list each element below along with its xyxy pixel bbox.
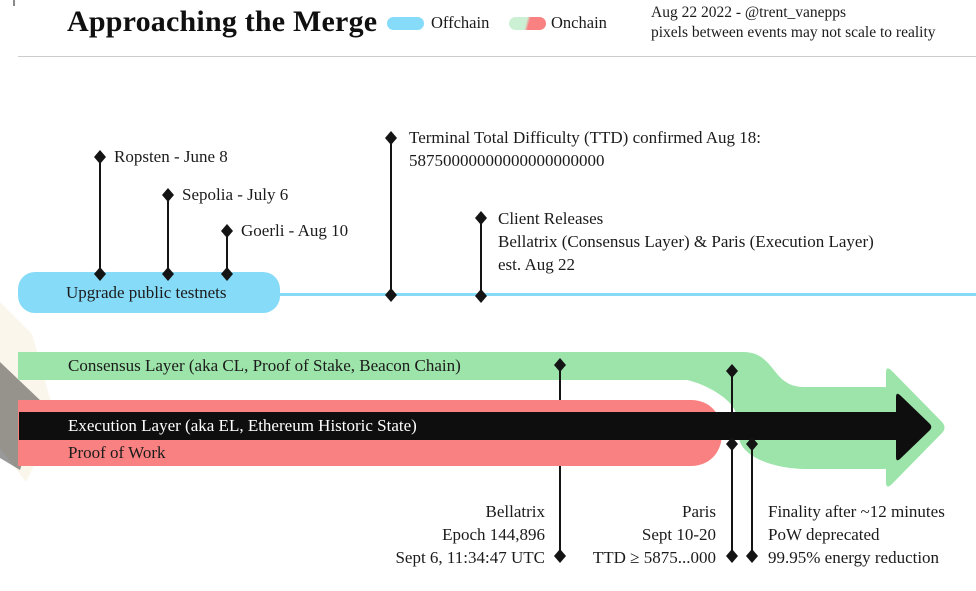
client-releases-line3: est. Aug 22 [498, 255, 575, 274]
ttd-label: Terminal Total Difficulty (TTD) confirme… [409, 126, 761, 172]
execution-layer-arrow [19, 393, 932, 461]
paris-label: Paris Sept 10-20 TTD ≥ 5875...000 [516, 500, 716, 569]
onchain-legend-label: Onchain [551, 13, 607, 32]
ttd-label-line1: Terminal Total Difficulty (TTD) confirme… [409, 128, 762, 147]
ttd-label-line2: 58750000000000000000000 [409, 151, 605, 170]
top-event-stems [99, 138, 482, 296]
goerli-label: Goerli - Aug 10 [241, 221, 349, 240]
bellatrix-bottom-diamond [554, 549, 566, 563]
page-title: Approaching the Merge [67, 5, 378, 38]
onchain-legend-swatch [509, 17, 546, 30]
bellatrix-line1: Bellatrix [485, 502, 545, 521]
client-releases-line1: Client Releases [498, 209, 604, 228]
goerli-diamond [221, 224, 233, 238]
goerli-bar-diamond [221, 267, 233, 281]
finality-bar-diamond [746, 437, 758, 451]
paris-bar-diamond [726, 437, 738, 451]
bellatrix-top-diamond [554, 358, 566, 372]
finality-line2: PoW deprecated [768, 525, 880, 544]
execution-bar-label: Execution Layer (aka EL, Ethereum Histor… [68, 416, 417, 435]
ropsten-diamond [94, 150, 106, 164]
disclaimer-line: pixels between events may not scale to r… [651, 24, 936, 41]
offchain-legend-label: Offchain [431, 13, 490, 32]
testnets-bar [18, 272, 280, 313]
client-releases-line2: Bellatrix (Consensus Layer) & Paris (Exe… [498, 232, 874, 251]
ttd-line-diamond [385, 288, 397, 302]
paris-line1: Paris [682, 502, 716, 521]
ropsten-bar-diamond [94, 267, 106, 281]
finality-line3: 99.95% energy reduction [768, 548, 940, 567]
sepolia-diamond [162, 188, 174, 202]
bellatrix-line2: Epoch 144,896 [442, 525, 545, 544]
finality-bottom-diamond [746, 549, 758, 563]
sepolia-bar-diamond [162, 267, 174, 281]
sepolia-label: Sepolia - July 6 [182, 185, 289, 204]
credit-line: Aug 22 2022 - @trent_vanepps [651, 4, 847, 21]
bellatrix-line3: Sept 6, 11:34:47 UTC [395, 548, 545, 567]
pow-bar-label: Proof of Work [68, 443, 166, 462]
finality-label: Finality after ~12 minutes PoW deprecate… [768, 500, 945, 569]
client-releases-diamond [475, 211, 487, 225]
ropsten-label: Ropsten - June 8 [114, 147, 228, 166]
paris-line2: Sept 10-20 [641, 525, 716, 544]
bellatrix-label: Bellatrix Epoch 144,896 Sept 6, 11:34:47… [345, 500, 545, 569]
testnets-bar-label: Upgrade public testnets [66, 283, 227, 302]
consensus-bar-label: Consensus Layer (aka CL, Proof of Stake,… [68, 356, 461, 375]
offchain-timeline-line [280, 293, 976, 296]
header-divider [18, 56, 976, 57]
paris-top-diamond [726, 364, 738, 378]
finality-line1: Finality after ~12 minutes [768, 502, 945, 521]
event-diamonds [94, 131, 758, 563]
offchain-legend-swatch [387, 17, 424, 30]
top-edge-tick [13, 0, 15, 6]
paris-bottom-diamond [726, 549, 738, 563]
paris-line3: TTD ≥ 5875...000 [592, 548, 716, 567]
client-releases-label: Client Releases Bellatrix (Consensus Lay… [498, 207, 874, 276]
ttd-diamond [385, 131, 397, 145]
client-releases-line-diamond [475, 289, 487, 303]
consensus-layer-arrow [18, 352, 945, 487]
